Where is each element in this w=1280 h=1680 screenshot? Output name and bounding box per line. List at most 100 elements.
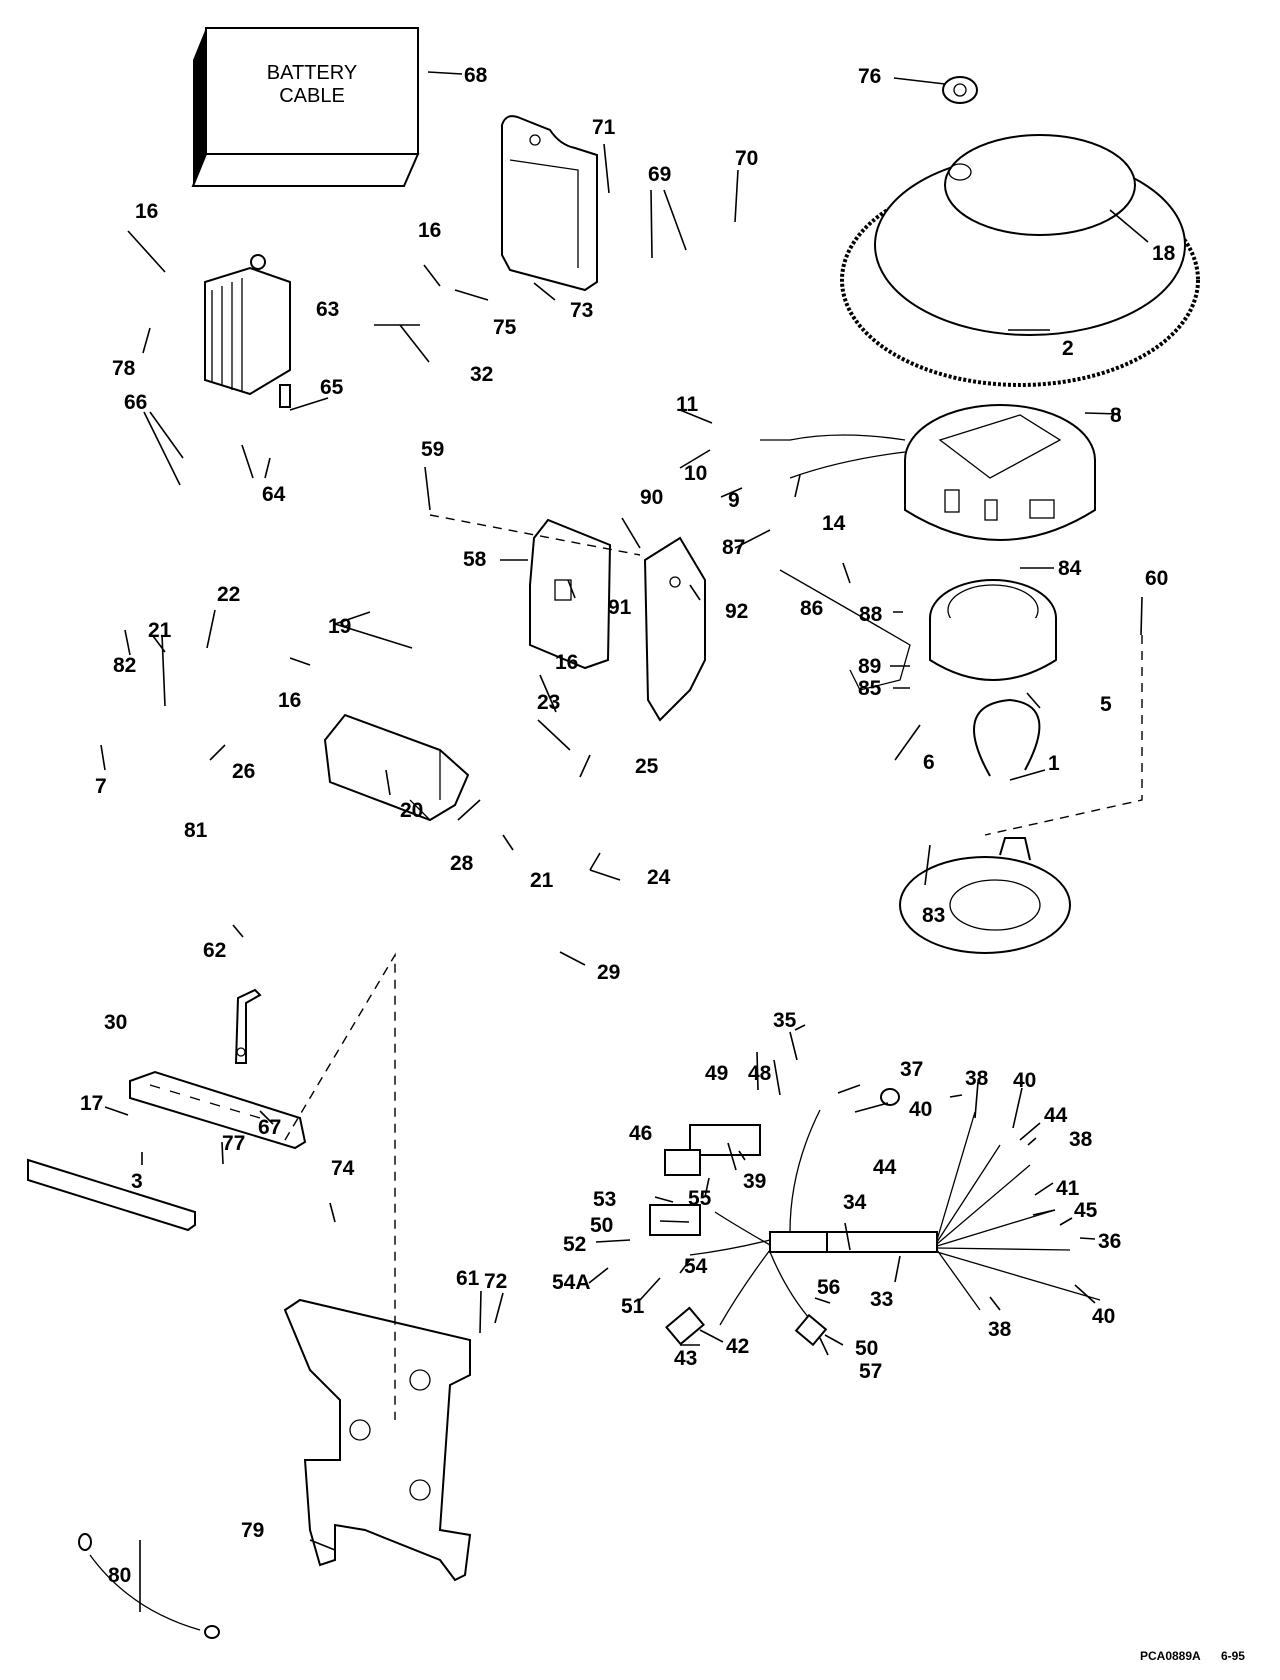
callout-59: 59 [421,438,445,461]
callout-28: 28 [450,852,474,875]
callout-62: 62 [203,939,227,962]
figure-code: PCA0889A [1140,1649,1201,1663]
callout-40: 40 [909,1098,933,1121]
callout-50: 50 [855,1337,879,1360]
callout-57: 57 [859,1360,883,1383]
callout-82: 82 [113,654,137,677]
power-pack [323,713,470,822]
callout-40: 40 [1013,1069,1037,1092]
terminal-block [129,1070,307,1150]
callout-16: 16 [278,689,302,712]
callout-16: 16 [418,219,442,242]
callout-49: 49 [705,1062,729,1085]
callout-26: 26 [232,760,256,783]
ground-lead [78,1533,220,1639]
callout-41: 41 [1056,1177,1080,1200]
callout-44: 44 [873,1156,897,1179]
callout-34: 34 [843,1191,867,1214]
callout-87: 87 [722,536,746,559]
callout-38: 38 [1069,1128,1093,1151]
clamp [234,988,262,1064]
battery-cable-box-label: BATTERY CABLE [222,62,402,108]
callout-11: 11 [676,393,699,416]
callout-73: 73 [570,299,594,322]
callout-6: 6 [923,751,935,774]
terminal-cover [27,1158,196,1232]
callout-89: 89 [858,655,882,678]
callout-7: 7 [95,775,107,798]
callout-54: 54 [684,1255,708,1278]
callout-58: 58 [463,548,487,571]
callout-56: 56 [817,1276,841,1299]
callout-92: 92 [725,600,749,623]
callout-18: 18 [1152,242,1176,265]
callout-1: 1 [1048,752,1060,775]
callout-54a: 54A [552,1271,591,1294]
callout-88: 88 [859,603,883,626]
callout-16: 16 [555,651,579,674]
callout-71: 71 [592,116,616,139]
callout-44: 44 [1044,1104,1068,1127]
callout-63: 63 [316,298,340,321]
callout-77: 77 [222,1132,246,1155]
callout-91: 91 [608,596,632,619]
callout-45: 45 [1074,1199,1098,1222]
callout-78: 78 [112,357,136,380]
callout-67: 67 [258,1116,282,1139]
callout-5: 5 [1100,693,1112,716]
footer: PCA0889A 6-95 [1140,1649,1245,1663]
callout-33: 33 [870,1288,894,1311]
callout-30: 30 [104,1011,128,1034]
flywheel [840,76,1200,387]
callout-8: 8 [1110,404,1122,427]
callout-43: 43 [674,1347,698,1370]
callout-9: 9 [728,489,740,512]
callout-64: 64 [262,483,286,506]
battery-label-line-1: BATTERY [266,62,358,84]
callout-36: 36 [1098,1230,1122,1253]
callout-76: 76 [858,65,882,88]
callout-48: 48 [748,1062,772,1085]
callout-20: 20 [400,799,424,822]
callout-46: 46 [629,1122,653,1145]
callout-16: 16 [135,200,159,223]
callout-50: 50 [590,1214,614,1237]
callout-10: 10 [684,462,708,485]
callout-53: 53 [593,1188,617,1211]
ignition-coil [501,115,598,292]
rectifier-regulator [204,254,291,408]
callout-74: 74 [331,1157,355,1180]
callout-29: 29 [597,961,621,984]
timer-base [899,698,1071,954]
callout-38: 38 [988,1318,1012,1341]
timer-sensor [779,569,1057,691]
callout-68: 68 [464,64,488,87]
callout-38: 38 [965,1067,989,1090]
callout-90: 90 [640,486,664,509]
callout-40: 40 [1092,1305,1116,1328]
callout-21: 21 [148,619,172,642]
battery-label-line-2: CABLE [279,85,345,107]
callout-21: 21 [530,869,554,892]
callout-2: 2 [1062,337,1074,360]
electrical-bracket [283,1298,472,1582]
callout-23: 23 [537,691,561,714]
callout-84: 84 [1058,557,1082,580]
callout-85: 85 [858,677,882,700]
callout-42: 42 [726,1335,750,1358]
callout-75: 75 [493,316,517,339]
callout-69: 69 [648,163,672,186]
callout-24: 24 [647,866,671,889]
callout-55: 55 [688,1187,712,1210]
callout-37: 37 [900,1058,924,1081]
callout-72: 72 [484,1270,508,1293]
callout-86: 86 [800,597,824,620]
callout-70: 70 [735,147,759,170]
callout-19: 19 [328,615,352,638]
callout-61: 61 [456,1267,480,1290]
module-cover [643,536,706,722]
wire-harness [649,1088,1101,1347]
callout-79: 79 [241,1519,265,1542]
callout-22: 22 [217,583,241,606]
